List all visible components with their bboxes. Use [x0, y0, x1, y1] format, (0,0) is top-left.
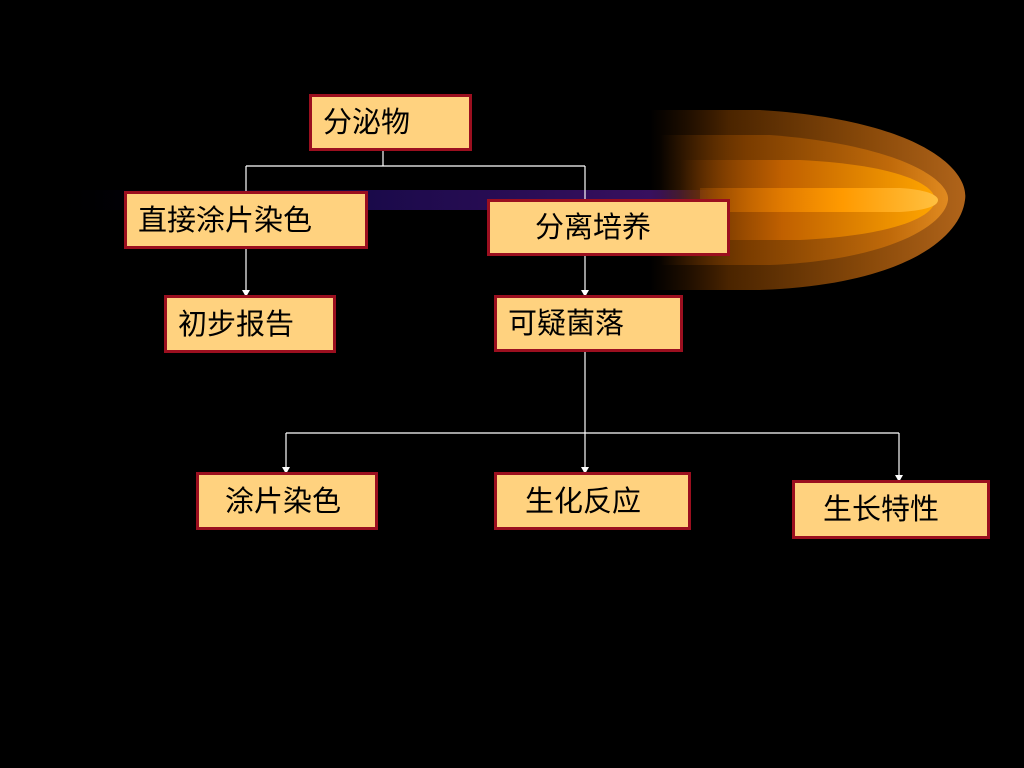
node-biochemical-reaction: 生化反应 [494, 472, 691, 530]
arrowhead-colony [581, 290, 589, 297]
node-direct-smear-stain-label: 直接涂片染色 [138, 202, 313, 237]
arrowhead-growth [895, 475, 903, 482]
node-smear-stain-label: 涂片染色 [225, 483, 342, 518]
node-direct-smear-stain: 直接涂片染色 [124, 191, 368, 249]
node-suspicious-colony-label: 可疑菌落 [508, 306, 625, 340]
arrowhead-report [242, 290, 250, 297]
node-biochemical-reaction-label: 生化反应 [525, 483, 642, 518]
node-preliminary-report: 初步报告 [164, 295, 336, 353]
node-growth-characteristics: 生长特性 [792, 480, 990, 539]
comet-core [700, 188, 938, 212]
node-smear-stain: 涂片染色 [196, 472, 378, 530]
node-secretion: 分泌物 [309, 94, 472, 151]
node-isolation-culture: 分离培养 [487, 199, 730, 256]
node-isolation-culture-label: 分离培养 [535, 210, 652, 244]
node-preliminary-report-label: 初步报告 [178, 306, 295, 341]
arrowhead-smear [282, 467, 290, 474]
arrowhead-biochem [581, 467, 589, 474]
node-secretion-label: 分泌物 [323, 105, 411, 139]
node-suspicious-colony: 可疑菌落 [494, 295, 683, 352]
node-growth-characteristics-label: 生长特性 [823, 492, 940, 526]
